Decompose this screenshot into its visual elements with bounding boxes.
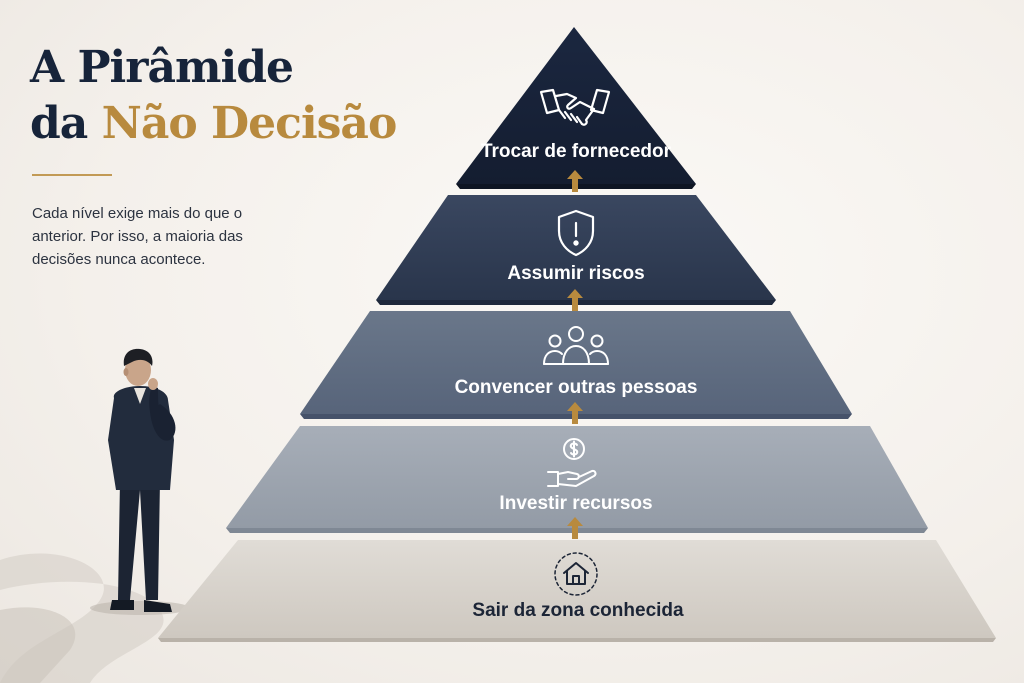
home-icon: [552, 550, 600, 603]
arrow-up-icon: [567, 289, 583, 316]
title-divider: [32, 174, 112, 176]
subtitle: Cada nível exige mais do que o anterior.…: [32, 205, 243, 268]
arrow-up-icon: [567, 517, 583, 544]
hand-coin-icon: [546, 436, 602, 497]
title-line-1: A Pirâmide: [30, 42, 294, 93]
pyramid-tier-3: [300, 311, 852, 414]
tier-label-4: Investir recursos: [499, 493, 653, 514]
tier-label-2: Assumir riscos: [507, 263, 645, 284]
page-title: A Pirâmide da Não Decisão: [30, 40, 398, 152]
pyramid-tier-2: [376, 195, 776, 300]
title-highlight: Não Decisão: [101, 98, 398, 149]
title-prefix: da: [30, 98, 88, 149]
tier-label-3: Convencer outras pessoas: [454, 377, 698, 398]
arrow-up-icon: [567, 402, 583, 429]
arrow-up-icon: [567, 170, 583, 197]
pyramid-tier-4: [226, 426, 928, 528]
tier-label-5: Sair da zona conhecida: [472, 600, 684, 621]
people-group-icon: [541, 324, 611, 375]
handshake-icon: [539, 86, 611, 139]
title-line-2: da Não Decisão: [30, 96, 398, 152]
pyramid-tier-5: [158, 540, 996, 638]
shield-alert-icon: [554, 208, 598, 263]
tier-label-1: Trocar de fornecedor: [480, 141, 672, 162]
